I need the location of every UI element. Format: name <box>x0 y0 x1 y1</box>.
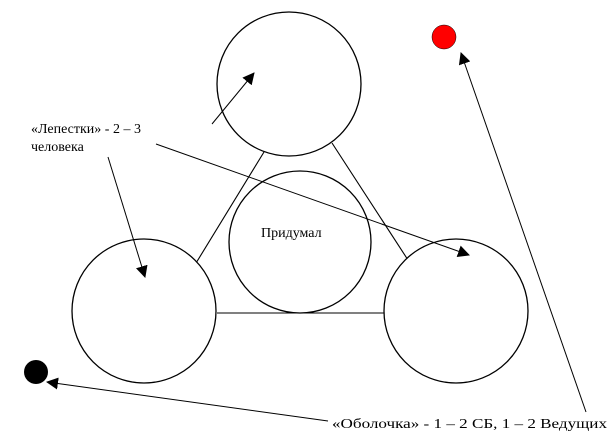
center-circle <box>228 170 372 314</box>
arrow-to-black-dot <box>46 377 329 422</box>
shell-label: «Оболочка» - 1 – 2 СБ, 1 – 2 Ведущих <box>332 417 607 432</box>
petals-label-line1: «Лепестки» - 2 – 3 <box>31 122 141 137</box>
center-label: Придумал <box>261 226 322 241</box>
arrow-to-red-dot <box>458 52 587 413</box>
arrow-to-left-petal <box>107 156 148 278</box>
right-petal-circle <box>383 238 529 384</box>
arrow-to-top-petal <box>211 72 255 125</box>
edge-top-left <box>192 151 265 269</box>
edge-top-right <box>331 142 409 261</box>
red-dot-icon <box>431 24 457 50</box>
left-petal-circle <box>71 238 217 384</box>
top-petal-circle <box>216 11 362 157</box>
arrow-to-right-petal <box>155 143 470 257</box>
petals-label-line2: человека <box>31 140 85 155</box>
black-dot-icon <box>24 360 48 384</box>
